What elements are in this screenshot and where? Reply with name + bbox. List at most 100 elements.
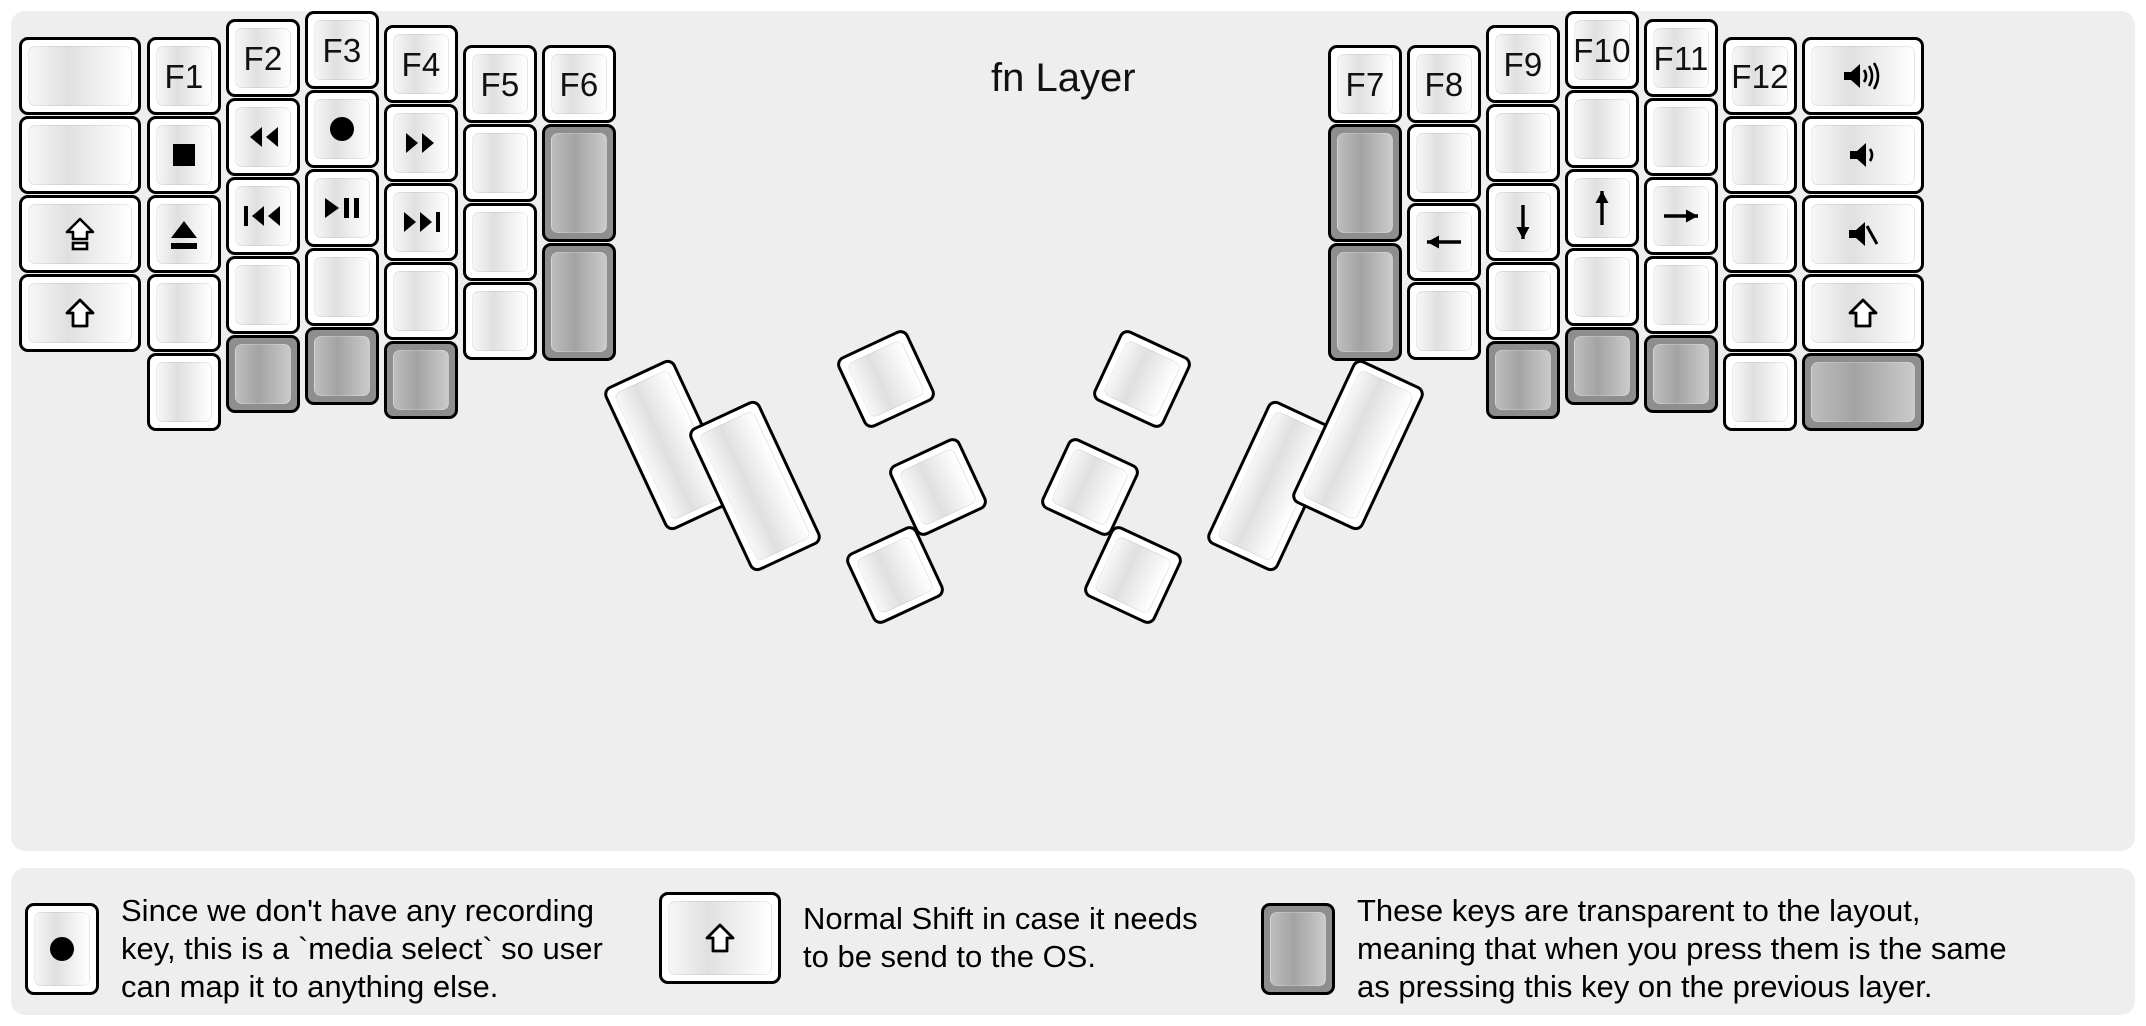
- key-transparent[interactable]: [1565, 327, 1639, 405]
- shift-arrow-icon: [64, 296, 96, 330]
- key-blank[interactable]: [463, 203, 537, 281]
- keycap-face: [314, 178, 370, 238]
- key-transparent[interactable]: [1644, 335, 1718, 413]
- legend-item: These keys are transparent to the layout…: [1261, 892, 2007, 1005]
- key-blank[interactable]: [1723, 274, 1797, 352]
- volume-down-icon: [1848, 141, 1878, 169]
- keycap-face: F10: [1573, 20, 1631, 80]
- key-blank[interactable]: [1723, 353, 1797, 431]
- key-blank[interactable]: [1723, 195, 1797, 273]
- key-transparent[interactable]: [305, 327, 379, 405]
- key-caps-lock-arrow[interactable]: [19, 195, 141, 273]
- keycap-face: [393, 350, 449, 410]
- key-f8[interactable]: F8: [1407, 45, 1481, 123]
- key-transparent[interactable]: [542, 243, 616, 361]
- keycap-face: [1574, 257, 1630, 317]
- key-shift-arrow[interactable]: [1802, 274, 1924, 352]
- keycap-face: [1732, 362, 1788, 422]
- key-f11[interactable]: F11: [1644, 19, 1718, 97]
- key-arrow-left[interactable]: [1407, 203, 1481, 281]
- keycap-face: F5: [472, 54, 528, 114]
- key-arrow-up[interactable]: [1565, 169, 1639, 247]
- volume-up-icon: [1842, 62, 1884, 90]
- key-blank[interactable]: [305, 248, 379, 326]
- key-blank[interactable]: [147, 274, 221, 352]
- key-transparent[interactable]: [542, 124, 616, 242]
- key-blank[interactable]: [463, 124, 537, 202]
- key-media-record[interactable]: [305, 90, 379, 168]
- key-blank[interactable]: [1486, 104, 1560, 182]
- thumb-small-2[interactable]: [1038, 435, 1142, 539]
- thumb-small-2[interactable]: [886, 435, 990, 539]
- key-label: F6: [559, 65, 599, 103]
- keycap-face: [1811, 204, 1915, 264]
- key-f10[interactable]: F10: [1565, 11, 1639, 89]
- key-blank[interactable]: [384, 262, 458, 340]
- key-blank[interactable]: [1407, 282, 1481, 360]
- keycap-face: [314, 99, 370, 159]
- page-title: fn Layer: [991, 56, 1136, 100]
- key-arrow-right[interactable]: [1644, 177, 1718, 255]
- key-blank[interactable]: [1565, 90, 1639, 168]
- key-media-prev-track[interactable]: [226, 177, 300, 255]
- key-transparent[interactable]: [1328, 243, 1402, 361]
- keycap-face: [855, 535, 935, 615]
- keycap-face: [1574, 178, 1630, 238]
- thumb-small-1[interactable]: [834, 327, 938, 431]
- key-f2[interactable]: F2: [226, 19, 300, 97]
- key-shift-arrow[interactable]: [19, 274, 141, 352]
- arrow-right-icon: [1662, 205, 1700, 227]
- key-media-eject[interactable]: [147, 195, 221, 273]
- keycap-face: [1811, 125, 1915, 185]
- key-volume-mute[interactable]: [1802, 195, 1924, 273]
- caps-lock-arrow-icon: [64, 215, 96, 253]
- key-transparent[interactable]: [384, 341, 458, 419]
- key-blank[interactable]: [1565, 248, 1639, 326]
- key-f3[interactable]: F3: [305, 11, 379, 89]
- keycap-face: [1811, 283, 1915, 343]
- key-volume-up[interactable]: [1802, 37, 1924, 115]
- key-f1[interactable]: F1: [147, 37, 221, 115]
- key-f7[interactable]: F7: [1328, 45, 1402, 123]
- keycap-face: [1416, 212, 1472, 272]
- legend-key-wrap: [25, 902, 99, 995]
- key-blank[interactable]: [1407, 124, 1481, 202]
- key-media-play-pause[interactable]: [305, 169, 379, 247]
- key-media-rewind[interactable]: [226, 98, 300, 176]
- thumb-small-3[interactable]: [843, 523, 947, 627]
- keycap-face: [1653, 186, 1709, 246]
- key-blank[interactable]: [19, 116, 141, 194]
- key-blank[interactable]: [226, 256, 300, 334]
- key-media-next-track[interactable]: [384, 183, 458, 261]
- key-blank[interactable]: [19, 37, 141, 115]
- key-blank[interactable]: [1723, 116, 1797, 194]
- keycap-face: [28, 204, 132, 264]
- key-f4[interactable]: F4: [384, 25, 458, 103]
- shift-arrow-icon: [704, 921, 736, 955]
- key-transparent[interactable]: [1486, 341, 1560, 419]
- thumb-small-1[interactable]: [1090, 327, 1194, 431]
- key-f9[interactable]: F9: [1486, 25, 1560, 103]
- key-media-stop[interactable]: [147, 116, 221, 194]
- key-blank[interactable]: [1644, 256, 1718, 334]
- keycap-face: [156, 204, 212, 264]
- key-label: F12: [1731, 57, 1789, 95]
- key-arrow-down[interactable]: [1486, 183, 1560, 261]
- key-f6[interactable]: F6: [542, 45, 616, 123]
- keycap-face: [156, 125, 212, 185]
- key-media-fast-forward[interactable]: [384, 104, 458, 182]
- keycap-face: [472, 291, 528, 351]
- key-transparent[interactable]: [1802, 353, 1924, 431]
- key-f5[interactable]: F5: [463, 45, 537, 123]
- key-f12[interactable]: F12: [1723, 37, 1797, 115]
- key-blank[interactable]: [1644, 98, 1718, 176]
- key-volume-down[interactable]: [1802, 116, 1924, 194]
- keycap-face: [1732, 283, 1788, 343]
- key-transparent[interactable]: [1328, 124, 1402, 242]
- key-transparent[interactable]: [226, 335, 300, 413]
- thumb-small-3[interactable]: [1081, 523, 1185, 627]
- key-blank[interactable]: [463, 282, 537, 360]
- key-blank[interactable]: [147, 353, 221, 431]
- key-blank[interactable]: [1486, 262, 1560, 340]
- keycap-face: [393, 192, 449, 252]
